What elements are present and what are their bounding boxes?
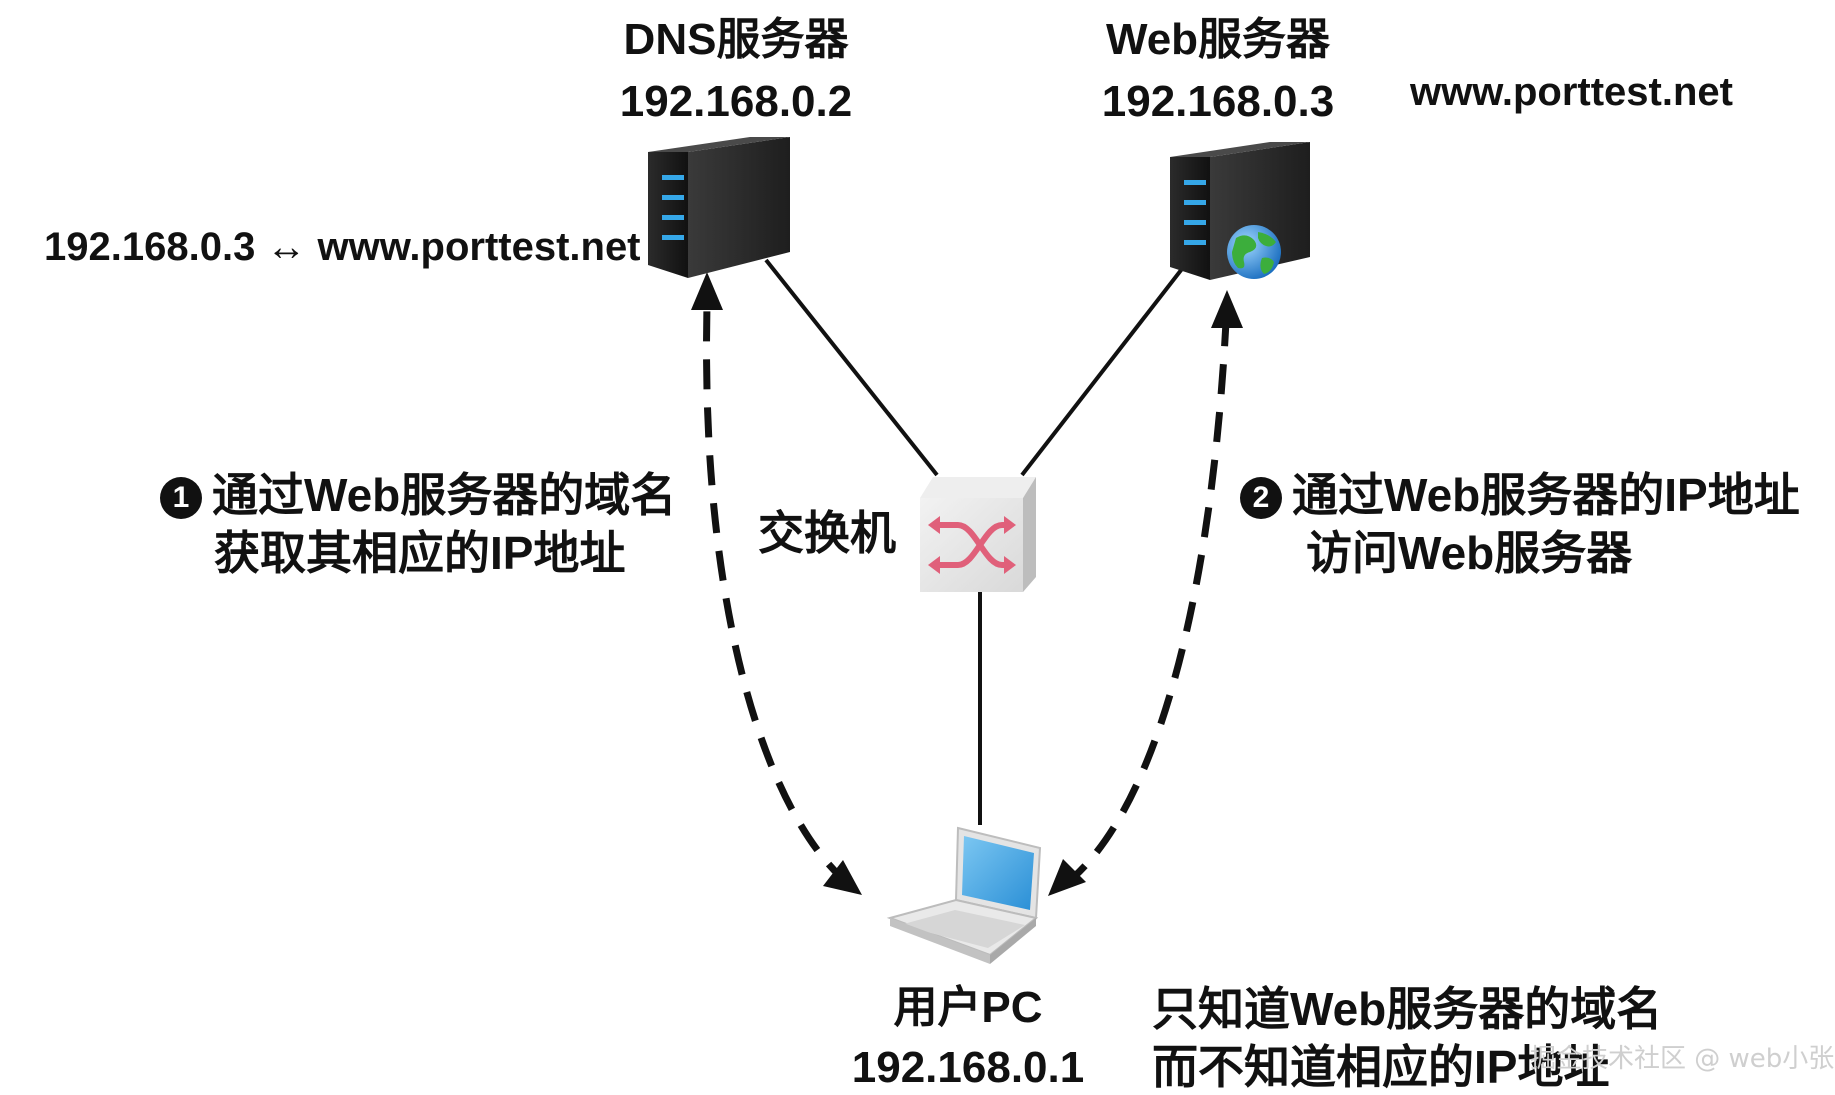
dns-query-dashed-arrow [703, 304, 853, 888]
dns-server-icon [648, 137, 790, 278]
step1-line2: 获取其相应的IP地址 [214, 527, 626, 579]
globe-icon [1227, 225, 1281, 279]
step1-text: 通过Web服务器的域名 [212, 469, 677, 521]
note-line2: 而不知道相应的IP地址 [1152, 1041, 1610, 1093]
switch-label: 交换机 [758, 507, 896, 559]
link-web-switch [1020, 263, 1187, 477]
step2-badge: 2 [1240, 477, 1282, 519]
step2-line2: 访问Web服务器 [1306, 527, 1633, 579]
arrowhead-up-dns [691, 272, 723, 310]
note-line1: 只知道Web服务器的域名 [1152, 983, 1663, 1035]
arrowhead-down-pc-left [823, 860, 862, 895]
pc-title: 用户PC [893, 983, 1043, 1032]
dns-server-title: DNS服务器 [623, 15, 849, 64]
step1-badge: 1 [160, 477, 202, 519]
web-server-domain: www.porttest.net [1410, 70, 1733, 114]
switch-icon [920, 477, 1036, 592]
arrowhead-up-web [1211, 290, 1243, 328]
arrowhead-down-pc-right [1048, 859, 1086, 896]
laptop-icon [886, 826, 1042, 964]
web-server-title: Web服务器 [1105, 15, 1331, 64]
step2-text: 通过Web服务器的IP地址 [1292, 469, 1800, 521]
web-access-dashed-arrow [1060, 321, 1230, 889]
watermark: 掘金技术社区 @ web小张 [1530, 1044, 1835, 1074]
web-server-ip: 192.168.0.3 [1101, 77, 1335, 126]
pc-ip: 192.168.0.1 [851, 1043, 1085, 1092]
dns-server-ip: 192.168.0.2 [619, 77, 853, 126]
dns-record: 192.168.0.3 ↔ www.porttest.net [44, 225, 641, 269]
link-dns-switch [764, 258, 939, 477]
